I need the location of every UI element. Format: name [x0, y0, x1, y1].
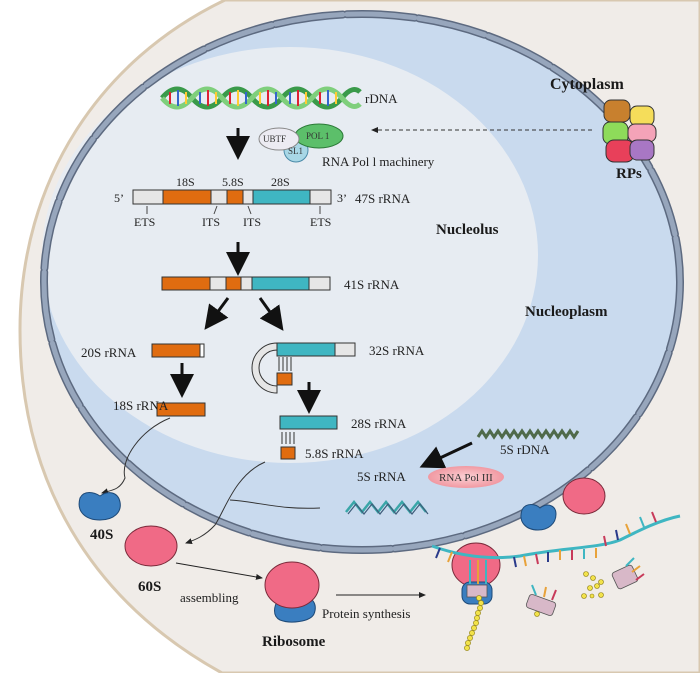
rrna-20s-label: 20S rRNA: [81, 345, 137, 360]
nucleoplasm-label: Nucleoplasm: [525, 304, 608, 320]
arrow-5s-transcription: [419, 441, 473, 469]
its-2-label: ITS: [243, 215, 261, 229]
rrna-28s-bar: [279, 415, 338, 430]
rrna-47s-label: 47S rRNA: [355, 191, 411, 206]
ribosome-label: Ribosome: [262, 634, 326, 650]
pol3-icon: [428, 466, 504, 488]
rrna-18s-label: 18S rRNA: [113, 398, 169, 413]
ubtf-label: UBTF: [263, 134, 286, 144]
mrna-strand: [431, 514, 681, 559]
cytoplasm-label: Cytoplasm: [550, 76, 624, 93]
sl1-label: SL1: [288, 146, 303, 156]
rrna-5s-label: 5S rRNA: [357, 469, 406, 484]
ets-3-label: ETS: [310, 215, 331, 229]
free-40s-icon: [520, 504, 557, 531]
five-prime-label: 5’: [114, 191, 124, 205]
polypeptide-chain: [464, 595, 484, 651]
base-pairing-lines: [281, 432, 295, 444]
pol1-label: POL 1: [306, 131, 329, 141]
nucleolus-region: [42, 47, 538, 463]
rrna-5s-helix-shadow: [347, 503, 429, 515]
spacer-ticks: [146, 205, 321, 215]
rrna-32s-structure: [251, 342, 356, 394]
free-amino-acids: [581, 571, 604, 599]
rrna-58s-label: 5.8S rRNA: [305, 446, 364, 461]
ets-5-label: ETS: [134, 215, 155, 229]
trna-icon: [525, 584, 557, 617]
assembling-arrow: [175, 562, 263, 580]
segment-28s-label: 28S: [271, 175, 290, 189]
trna-icon-2: [611, 557, 645, 590]
rrna-32s-label: 32S rRNA: [369, 343, 425, 358]
rrna-20s-bar: [151, 343, 205, 358]
pol3-label: RNA Pol III: [439, 472, 493, 484]
pol1-machinery-label: RNA Pol l machinery: [322, 154, 435, 169]
segment-58s-label: 5.8S: [222, 175, 244, 189]
rps-label: RPs: [616, 166, 642, 182]
subunit-60s-icon: [124, 525, 178, 567]
rdna-label: rDNA: [365, 91, 398, 106]
nuclear-envelope: [40, 10, 684, 554]
rdna-5s-helix-icon: [476, 428, 580, 440]
its-1-label: ITS: [202, 215, 220, 229]
rdna-5s-label: 5S rDNA: [500, 442, 550, 457]
segment-18s-label: 18S: [176, 175, 195, 189]
ribosomal-proteins-icon: [602, 99, 657, 163]
rrna-58s-bar: [280, 446, 296, 460]
export-path-60s: [185, 461, 266, 544]
subunit-60s-label: 60S: [138, 579, 161, 595]
export-path-18s: [101, 417, 171, 495]
subunit-40s-label: 40S: [90, 527, 113, 543]
rdna-helix-icon: [160, 86, 362, 110]
assembling-label: assembling: [180, 590, 239, 605]
ribosome-icon: [264, 561, 320, 623]
export-path-5s: [229, 499, 321, 509]
rrna-41s-label: 41S rRNA: [344, 277, 400, 292]
three-prime-label: 3’: [337, 191, 347, 205]
arrow-41s-32s: [258, 297, 284, 331]
pol1-machinery-icon: UBTF POL 1 SL1: [258, 123, 344, 163]
subunit-40s-icon: [78, 492, 121, 521]
rrna-47s-bar: [132, 189, 332, 205]
rrna-28s-label: 28S rRNA: [351, 416, 407, 431]
nucleolus-label: Nucleolus: [436, 222, 499, 238]
rrna-41s-bar: [161, 276, 331, 291]
arrow-41s-20s: [204, 297, 230, 330]
mrna-codons: [435, 511, 657, 568]
protein-synthesis-label: Protein synthesis: [322, 606, 410, 621]
rrna-18s-bar: [156, 402, 206, 417]
free-60s-icon: [562, 477, 606, 515]
